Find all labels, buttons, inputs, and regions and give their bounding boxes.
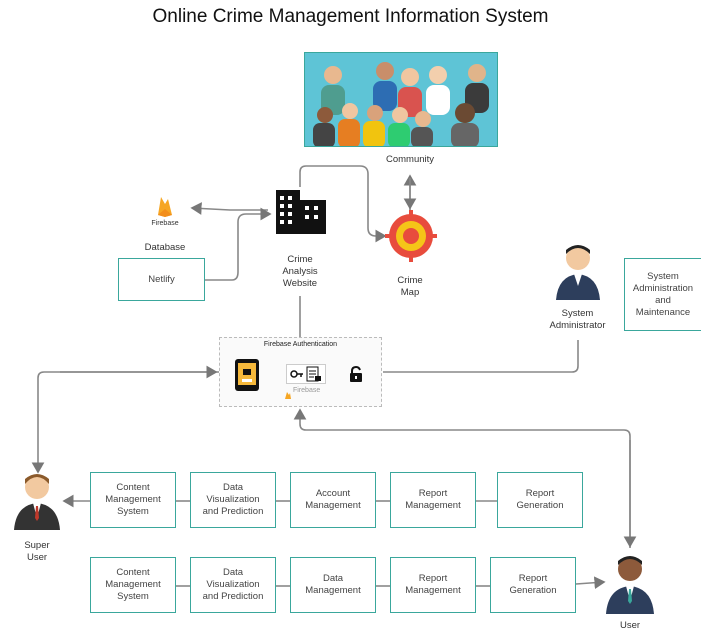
user-module-report-management: Report Management [390, 557, 476, 613]
super-user-module-report-management: Report Management [390, 472, 476, 528]
crime-map-icon [385, 210, 437, 262]
module-label: Report Generation [516, 488, 564, 511]
user-module-data: Data Management [290, 557, 376, 613]
module-label: Account Management [305, 488, 361, 511]
super-user-module-cms: Content Management System [90, 472, 176, 528]
crime-map-label: Crime Map [397, 275, 423, 298]
user-label: User [619, 620, 641, 631]
website-label: Crime Analysis Website [282, 254, 318, 289]
building-icon [274, 188, 328, 236]
admin-auth-line [383, 340, 579, 373]
super-user-label: Super User [24, 540, 50, 563]
netlify-box: Netlify [118, 258, 205, 301]
database-label: Database [144, 242, 186, 253]
auth-firebase-icon [284, 387, 292, 399]
tablet-icon [234, 358, 260, 392]
firebase-icon [155, 195, 175, 217]
system-administrator-label: System Administrator [549, 308, 606, 331]
system-administration-label: System Administration and Maintenance [632, 270, 694, 318]
auth-firebase-text: Firebase [293, 387, 321, 394]
user-module-report-generation: Report Generation [490, 557, 576, 613]
auth-title: Firebase Authentication [263, 341, 338, 348]
super-user-avatar [12, 470, 62, 532]
diagram-title: Online Crime Management Information Syst… [152, 6, 549, 27]
credentials-icon [286, 364, 326, 384]
module-label: Report Generation [509, 573, 557, 596]
community-label: Community [385, 154, 435, 165]
unlock-icon [349, 365, 363, 382]
module-label: Data Visualization and Prediction [202, 482, 264, 517]
community-image [304, 52, 498, 147]
firebase-logo-text: Firebase [151, 220, 179, 227]
superuser-auth-arrow [31, 371, 219, 474]
netlify-label: Netlify [148, 273, 175, 285]
firebase-authentication-panel: Firebase Authentication Firebase [219, 337, 382, 407]
system-administration-box: System Administration and Maintenance [624, 258, 701, 331]
system-administrator-avatar [554, 242, 602, 302]
user-module-visualization: Data Visualization and Prediction [190, 557, 276, 613]
module-label: Data Management [305, 573, 361, 596]
user-module-cms: Content Management System [90, 557, 176, 613]
super-user-module-visualization: Data Visualization and Prediction [190, 472, 276, 528]
module-label: Content Management System [105, 567, 161, 602]
module-label: Data Visualization and Prediction [202, 567, 264, 602]
super-user-module-account: Account Management [290, 472, 376, 528]
netlify-website-arrow [205, 207, 272, 281]
website-map-arrow [299, 165, 387, 243]
user-auth-arrow [293, 408, 631, 548]
people-group-illustration [313, 62, 489, 146]
super-user-module-report-generation: Report Generation [497, 472, 583, 528]
module-label: Content Management System [105, 482, 161, 517]
module-label: Report Management [405, 488, 461, 511]
user-avatar [603, 552, 657, 616]
firebase-website-arrow [190, 202, 269, 215]
module-label: Report Management [405, 573, 461, 596]
